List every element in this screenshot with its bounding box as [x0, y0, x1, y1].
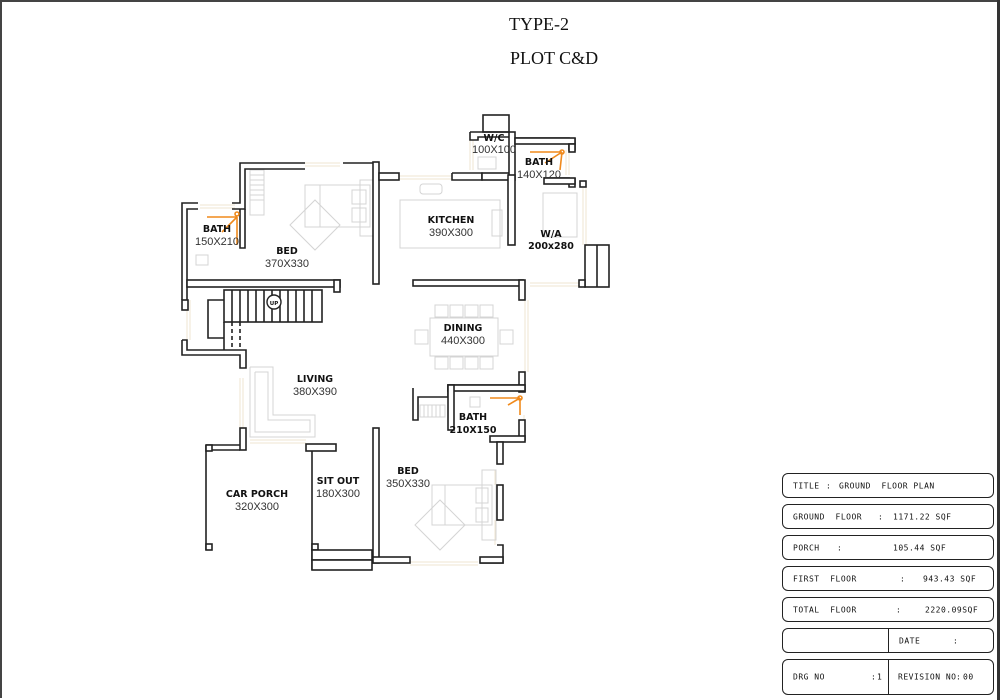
room-dimension: 370X330 — [265, 258, 309, 270]
date-row: DATE : — [782, 628, 994, 653]
room-name: W/A — [540, 229, 562, 240]
room-dimension: 140X120 — [517, 169, 561, 181]
first-floor-value: 943.43 SQF — [923, 574, 977, 583]
revision-no-label: REVISION NO — [898, 672, 957, 682]
title-value: GROUND FLOOR PLAN — [839, 481, 935, 490]
date-separator: : — [953, 636, 959, 645]
porch-separator: : — [837, 543, 843, 552]
title-separator: : — [826, 481, 832, 490]
room-name: BATH — [459, 412, 487, 423]
room-dimension: 200x280 — [528, 241, 574, 252]
drg-no-separator: : — [871, 672, 877, 682]
room-name: CAR PORCH — [226, 489, 288, 500]
ground-floor-label: GROUND FLOOR — [793, 512, 863, 521]
total-floor-separator: : — [896, 605, 902, 614]
room-name: BATH — [203, 224, 231, 235]
date-label: DATE — [899, 636, 921, 645]
first-floor-separator: : — [900, 574, 906, 583]
date-divider — [888, 629, 889, 652]
furniture — [195, 156, 578, 551]
drawing-border-right — [997, 0, 1000, 700]
stair-up-marker — [266, 294, 282, 310]
revision-no-separator: : — [956, 672, 962, 682]
room-name: BED — [276, 246, 298, 257]
room-bath-2: BATH 140X120 — [517, 157, 561, 181]
total-floor-label: TOTAL FLOOR — [793, 605, 857, 614]
ground-floor-row: GROUND FLOOR : 1171.22 SQF — [782, 504, 994, 529]
drg-no-value: 1 — [877, 672, 883, 682]
room-dimension: 440X300 — [441, 335, 485, 347]
room-dimension: 320X300 — [235, 501, 279, 513]
porch-row: PORCH : 105.44 SQF — [782, 535, 994, 560]
drawing-number-divider — [888, 660, 889, 694]
drawing-number-row: DRG NO : 1 REVISION NO : 00 — [782, 659, 994, 695]
ground-floor-separator: : — [878, 512, 884, 521]
room-name: KITCHEN — [428, 215, 475, 226]
total-floor-value: 2220.09SQF — [925, 605, 979, 614]
door-swings — [207, 149, 565, 415]
room-name: BED — [397, 466, 419, 477]
room-bed-1: BED 370X330 — [265, 246, 309, 270]
stair-up-label: UP — [270, 301, 279, 307]
room-dimension: 210X150 — [450, 425, 497, 436]
room-car-porch: CAR PORCH 320X300 — [226, 489, 288, 513]
revision-no-value: 00 — [963, 672, 974, 682]
room-dimension: 390X300 — [429, 227, 473, 239]
room-living: LIVING 380X390 — [293, 374, 337, 398]
room-name: BATH — [525, 157, 553, 168]
room-name: SIT OUT — [317, 476, 360, 487]
room-work-area: W/A 200x280 — [528, 229, 574, 252]
room-dimension: 380X390 — [293, 386, 337, 398]
room-bed-2: BED 350X330 — [386, 466, 430, 490]
drg-no-label: DRG NO — [793, 672, 825, 682]
first-floor-row: FIRST FLOOR : 943.43 SQF — [782, 566, 994, 591]
porch-value: 105.44 SQF — [893, 543, 947, 552]
total-floor-row: TOTAL FLOOR : 2220.09SQF — [782, 597, 994, 622]
room-dimension: 350X330 — [386, 478, 430, 490]
drawing-type-heading: TYPE-2 — [509, 14, 569, 34]
room-name: LIVING — [297, 374, 333, 385]
title-label: TITLE — [793, 481, 820, 490]
plot-heading: PLOT C&D — [510, 48, 599, 68]
room-bath-1: BATH 150X210 — [195, 224, 239, 248]
room-bath-3: BATH 210X150 — [450, 412, 497, 436]
first-floor-label: FIRST FLOOR — [793, 574, 857, 583]
room-wc: W/C 100X100 — [472, 133, 516, 156]
room-sit-out: SIT OUT 180X300 — [316, 476, 360, 500]
title-row: TITLE : GROUND FLOOR PLAN — [782, 473, 994, 498]
walls — [181, 114, 610, 571]
room-kitchen: KITCHEN 390X300 — [428, 215, 475, 239]
room-dimension: 150X210 — [195, 236, 239, 248]
porch-label: PORCH — [793, 543, 820, 552]
room-name: DINING — [444, 323, 483, 334]
room-dimension: 180X300 — [316, 488, 360, 500]
room-dimension: 100X100 — [472, 144, 516, 156]
room-name: W/C — [484, 133, 505, 144]
room-dining: DINING 440X300 — [441, 323, 485, 347]
ground-floor-value: 1171.22 SQF — [893, 512, 952, 521]
